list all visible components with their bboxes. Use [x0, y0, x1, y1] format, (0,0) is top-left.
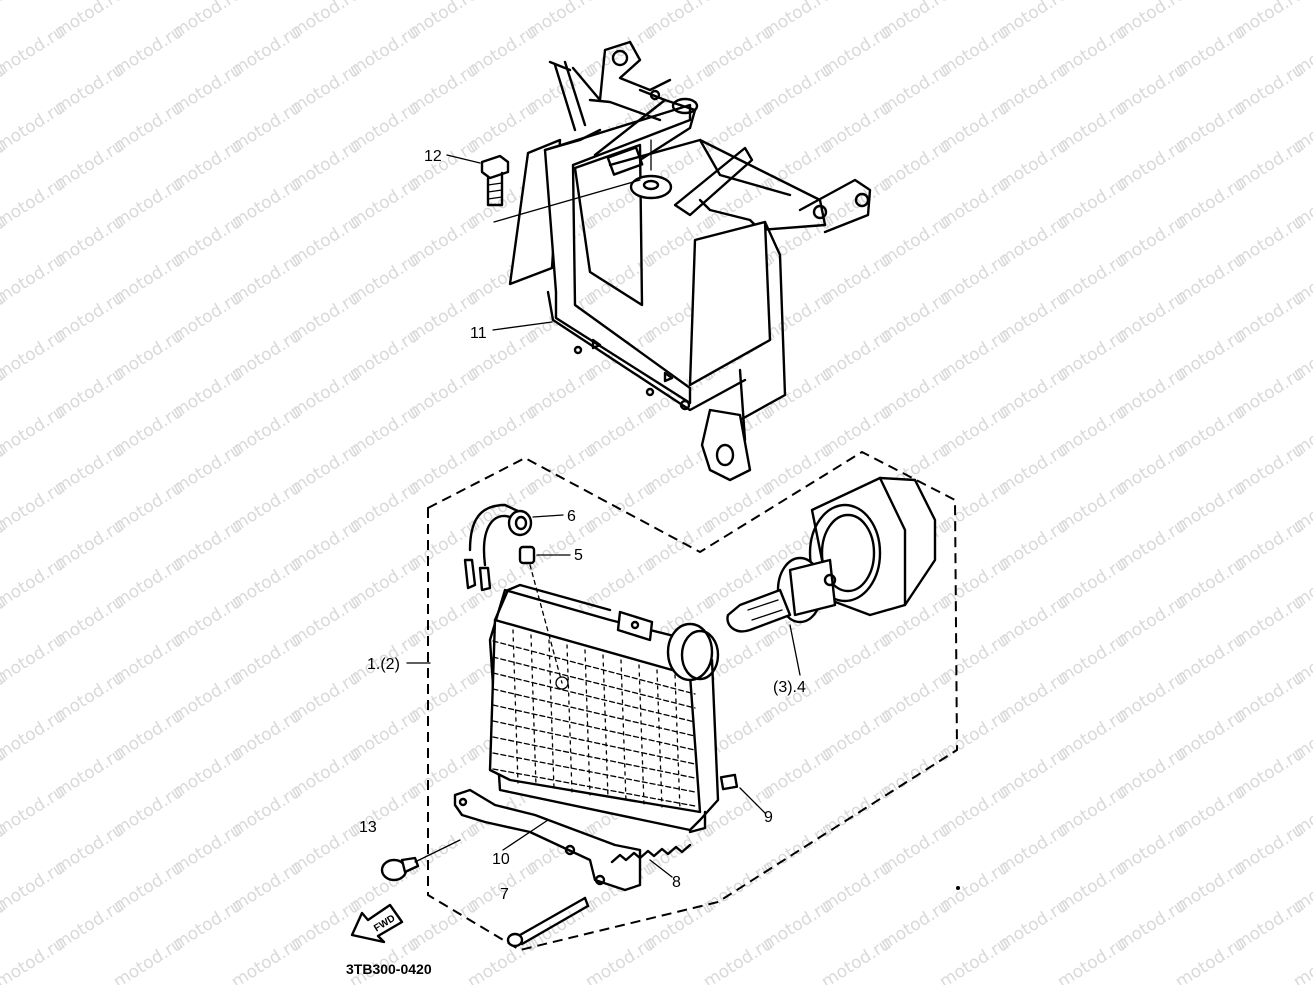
- callout-5: 5: [574, 547, 583, 564]
- watermark-text: motod.ru: [0, 174, 69, 232]
- watermark-text: motod.ru: [936, 934, 1013, 985]
- assembly-group-outline: [427, 450, 959, 952]
- callout-3-4: (3).4: [773, 679, 806, 696]
- watermark-text: motod.ru: [0, 0, 10, 42]
- callout-leaders: [406, 154, 766, 851]
- watermark-text: motod.ru: [0, 250, 69, 308]
- watermark-text: motod.ru: [0, 934, 69, 985]
- diagram-code: 3TB300-0420: [346, 961, 432, 977]
- watermark-text: motod.ru: [582, 934, 659, 985]
- callout-11: 11: [470, 325, 487, 342]
- spring-part-8: [610, 843, 692, 878]
- callout-13: 13: [359, 819, 377, 836]
- watermark-text: motod.ru: [1290, 934, 1313, 985]
- watermark-text: motod.ru: [1172, 934, 1249, 985]
- callout-10: 10: [492, 851, 510, 868]
- watermark-text: motod.ru: [1290, 0, 1313, 4]
- watermark-text: motod.ru: [0, 706, 69, 764]
- headlight-unit: [488, 583, 739, 834]
- callout-labels: 12 11 6 5 1.(2) (3).4 9 13 10 8 7: [359, 148, 806, 903]
- watermark-text: motod.ru: [0, 98, 69, 156]
- watermark-text: motod.ru: [700, 934, 777, 985]
- watermark-text: motod.ru: [464, 934, 541, 985]
- watermark-text: motod.ru: [1054, 934, 1131, 985]
- bolt-part-12: [480, 154, 641, 223]
- watermark-text: motod.ru: [0, 630, 69, 688]
- callout-12: 12: [424, 148, 442, 165]
- callout-6: 6: [567, 508, 576, 525]
- watermark-text: motod.ru: [228, 934, 305, 985]
- watermark-text: motod.ru: [0, 478, 69, 536]
- watermark-text: motod.ru: [0, 22, 69, 80]
- wire-lead-grommet: [463, 503, 569, 690]
- callout-7: 7: [500, 886, 509, 903]
- forward-arrow: FWD: [350, 903, 404, 944]
- lower-mounting-bracket: [453, 788, 642, 892]
- callout-9: 9: [764, 809, 773, 826]
- callout-8: 8: [672, 874, 681, 891]
- headlight-stay-bracket: [508, 40, 872, 482]
- watermark-text: motod.ru: [0, 858, 69, 916]
- watermark-text: motod.ru: [0, 554, 69, 612]
- watermark-text: motod.ru: [0, 782, 69, 840]
- headlight-bulb-and-cover: [726, 476, 937, 676]
- watermark-text: motod.ru: [0, 402, 69, 460]
- watermark-text: motod.ru: [0, 0, 69, 4]
- screw-part-13: [380, 839, 461, 882]
- screw-part-7: [506, 896, 590, 948]
- watermark-text: motod.ru: [0, 326, 69, 384]
- watermark-text: motod.ru: [110, 934, 187, 985]
- watermark-text: motod.ru: [818, 934, 895, 985]
- callout-1-2: 1.(2): [367, 656, 400, 673]
